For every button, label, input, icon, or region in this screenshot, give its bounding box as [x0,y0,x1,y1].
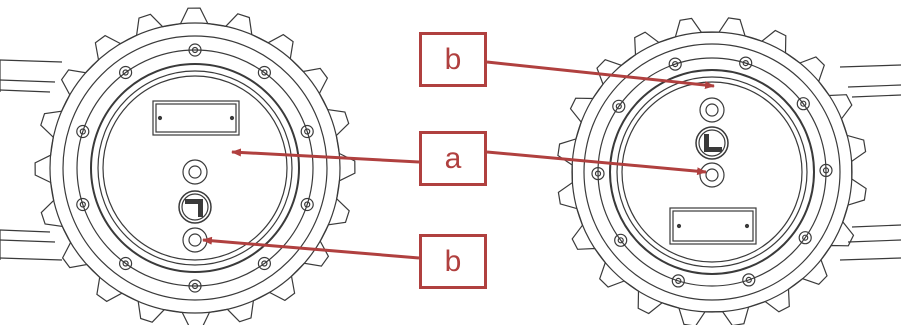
left-bolt-7 [118,256,133,271]
left-bolt-3 [300,124,314,139]
left-bolt-8 [76,197,90,212]
left-sprocket [0,7,356,325]
left-ring-2 [62,35,328,301]
right-bolt-8 [591,167,605,181]
right-nameplate-inner [672,210,754,242]
left-bolt-5 [257,256,271,271]
right-bolt-1 [739,56,753,70]
right-chevron-logo-icon [695,126,729,160]
left-bolts [76,43,314,293]
right-ring-2 [583,43,841,301]
left-hub-ring [90,63,300,273]
right-bolt-center-5 [745,276,752,283]
left-bolt-center-7 [122,260,129,267]
left-bolt-9 [76,124,90,139]
left-chevron-logo-icon [178,190,212,224]
left-bolt-center-10 [122,69,129,76]
right-bolt-center-6 [675,277,682,284]
left-bolt-4 [300,197,314,212]
left-bolt-2 [257,65,271,80]
right-bolt-center-9 [615,103,622,110]
right-bolt-ring [597,57,827,287]
callout-label-b-bottom: b [419,234,487,289]
left-bolt-center-6 [191,282,199,290]
right-nameplate [669,207,757,245]
right-bolt-center-1 [742,59,749,67]
right-hub-ring [609,69,815,275]
callout-arrows [202,60,715,260]
right-bolt-3 [819,163,833,177]
right-bolt-5 [742,273,756,287]
left-bolt-ring [76,49,314,287]
right-bolt-10 [668,57,682,71]
right-arm [839,64,901,261]
right-bolt-2 [796,97,810,111]
right-bolt-center-7 [617,237,624,244]
callout-label-b-top: b [419,32,487,87]
left-bolt-center-9 [79,128,86,135]
left-hub-inner-2 [102,75,288,261]
left-bolt-center-5 [261,260,268,267]
left-nameplate-inner [155,103,237,133]
right-hub-inner [616,76,808,268]
callout-label-a: a [419,131,487,186]
right-sprocket [557,17,901,325]
right-bolt-9 [612,99,626,113]
arrow-b-bottom [202,236,420,260]
right-bolts [591,56,833,288]
left-bolt-center-1 [191,46,199,54]
arrow-b-top [486,60,715,90]
right-hub-inner-2 [621,81,803,263]
right-bolt-center-10 [672,60,679,68]
right-port-upper [699,97,725,123]
right-bolt-center-8 [594,170,602,177]
arrow-a-right [486,150,707,176]
left-bolt-center-2 [261,69,268,76]
left-hub-inner [97,70,293,266]
left-arm [0,59,63,261]
left-bolt-center-4 [304,201,311,208]
right-port-lower [699,162,725,188]
right-bolt-center-4 [802,234,809,241]
right-outer-ring [571,31,853,313]
right-bolt-4 [798,231,812,245]
left-bolt-10 [118,65,133,80]
right-bolt-center-3 [822,167,830,174]
right-bolt-center-2 [800,100,807,107]
left-bolt-6 [188,279,202,293]
right-bolt-7 [614,233,628,247]
left-port-upper [182,159,208,185]
left-bolt-1 [188,43,202,57]
right-bolt-6 [671,274,685,288]
arrow-a-left [231,148,420,164]
left-bolt-center-8 [79,201,86,208]
left-bolt-center-3 [304,128,311,135]
left-outer-ring [49,22,341,314]
left-nameplate [152,100,240,136]
